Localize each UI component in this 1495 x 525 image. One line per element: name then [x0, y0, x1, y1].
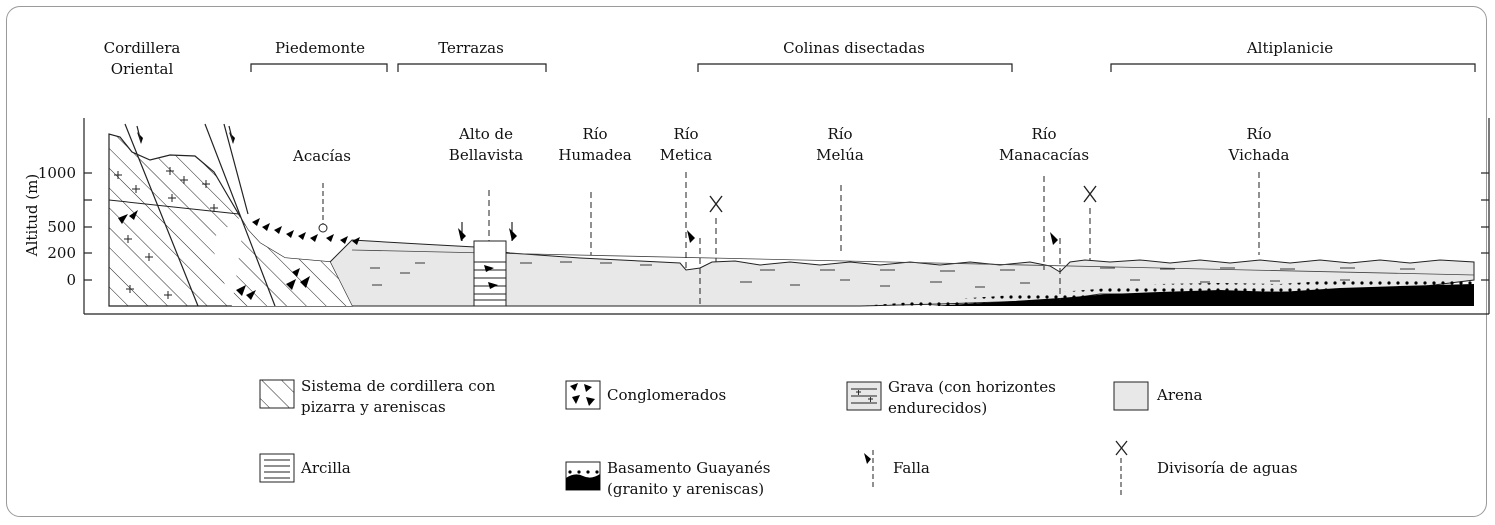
tick-1000: 1000: [38, 164, 76, 182]
basement-icon: [565, 461, 601, 491]
fault-line-3: [223, 123, 249, 215]
divide-icon: [1115, 440, 1128, 496]
place-vichada-line2: Vichada: [1228, 146, 1290, 164]
region-piedemonte: Piedemonte: [275, 39, 365, 57]
gravel-icon: [846, 381, 882, 411]
conglomerate-icon: [565, 380, 601, 410]
legend-basamento-line1: Basamento Guayanés: [607, 459, 770, 477]
place-vichada-line1: Río: [1246, 125, 1271, 143]
place-humadea-line2: Humadea: [558, 146, 631, 164]
fault-line-1: [124, 123, 199, 307]
acacias-town: [318, 223, 328, 233]
fault-icon: [864, 450, 874, 490]
sand-icon: [1113, 381, 1149, 411]
clay-icon: [259, 453, 295, 483]
axis-label: Altitud (m): [23, 174, 41, 257]
basement-solid-layer: [930, 284, 1474, 306]
place-acacias: Acacías: [292, 147, 351, 165]
region-headers: Cordillera Oriental Piedemonte Terrazas …: [104, 39, 1476, 78]
clay-dashes: [370, 261, 1415, 288]
fault-arrow-manacacias: [1050, 232, 1058, 245]
place-bellavista-line2: Bellavista: [449, 146, 523, 164]
legend-basamento-line2: (granito y areniscas): [607, 480, 764, 498]
bracket-altiplanicie: [1110, 63, 1476, 72]
legend: Sistema de cordillera con pizarra y aren…: [259, 377, 1298, 498]
fault-line-2: [204, 123, 276, 307]
granite-crosses: [114, 167, 218, 299]
place-manacacias-line2: Manacacías: [999, 146, 1089, 164]
place-metica-line1: Río: [673, 125, 698, 143]
legend-falla: Falla: [893, 459, 930, 477]
place-dashes: [488, 172, 1260, 306]
bellavista-terrace: [458, 222, 517, 307]
region-terrazas: Terrazas: [438, 39, 504, 57]
region-cordillera-line2: Oriental: [111, 60, 174, 78]
sand-contact: [351, 249, 1475, 276]
tick-0: 0: [66, 271, 76, 289]
legend-grava-line1: Grava (con horizontes: [888, 378, 1056, 396]
place-metica-line2: Metica: [660, 146, 712, 164]
legend-cordillera-line1: Sistema de cordillera con: [301, 377, 496, 395]
place-humadea-line1: Río: [582, 125, 607, 143]
legend-arena: Arena: [1156, 386, 1203, 404]
legend-arcilla: Arcilla: [300, 459, 351, 477]
region-cordillera-line1: Cordillera: [104, 39, 181, 57]
region-colinas: Colinas disectadas: [783, 39, 925, 57]
tick-500: 500: [47, 218, 76, 236]
fault-arrow-metica: [687, 230, 695, 243]
place-labels: Acacías Alto de Bellavista Río Humadea R…: [292, 125, 1290, 165]
figure-frame: [6, 6, 1487, 517]
axes: 1000 500 200 0 Altitud (m): [23, 118, 1490, 315]
place-bellavista-line1: Alto de: [458, 125, 513, 143]
hatch-icon: [259, 379, 295, 409]
place-manacacias-line1: Río: [1031, 125, 1056, 143]
divide-marks: [709, 185, 1097, 213]
region-altiplanicie: Altiplanicie: [1246, 39, 1333, 57]
conglomerate-marks: [118, 210, 360, 300]
legend-conglomerados: Conglomerados: [607, 386, 726, 404]
legend-divisoria: Divisoría de aguas: [1157, 459, 1298, 477]
tick-200: 200: [47, 244, 76, 262]
legend-cordillera-line2: pizarra y areniscas: [301, 398, 446, 416]
bracket-piedemonte: [250, 63, 388, 72]
place-melua-line1: Río: [827, 125, 852, 143]
legend-grava-line2: endurecidos): [888, 399, 987, 417]
place-melua-line2: Melúa: [816, 146, 864, 164]
bracket-terrazas: [397, 63, 547, 72]
fault-arrow-bellavista-1: [458, 228, 466, 241]
fault-arrow-bellavista-2: [509, 228, 517, 241]
bracket-colinas: [697, 63, 1013, 72]
